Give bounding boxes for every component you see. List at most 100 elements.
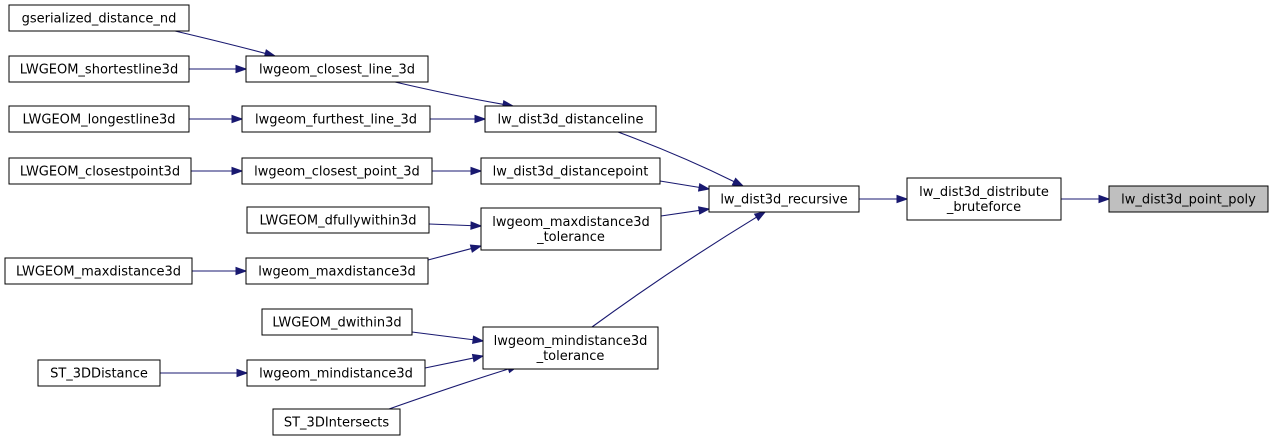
- node-lwgeom-maxdistance3d[interactable]: lwgeom_maxdistance3d: [245, 257, 429, 285]
- edge-line: [424, 357, 474, 369]
- arrowhead: [472, 335, 485, 344]
- arrowhead: [470, 166, 483, 176]
- node-label: lwgeom_maxdistance3d: [258, 265, 416, 280]
- edge-line: [174, 30, 266, 54]
- node-label: lwgeom_mindistance3d: [259, 367, 413, 382]
- arrowhead: [896, 194, 909, 204]
- node-box: [8, 105, 190, 133]
- node-box: [246, 206, 430, 234]
- node-st-3ddistance[interactable]: ST_3DDistance: [37, 359, 161, 387]
- node-box: [245, 55, 429, 83]
- node-lw-dist3d-distancepoint[interactable]: lw_dist3d_distancepoint: [480, 157, 661, 185]
- edge-lwgeom-closestpoint3d-to-lwgeom-closest-point-3d: [191, 166, 244, 176]
- node-st-3dintersects[interactable]: ST_3DIntersects: [272, 408, 401, 436]
- node-label: lw_dist3d_point_poly: [1121, 193, 1256, 208]
- node-box: [246, 359, 426, 387]
- node-lwgeom-furthest-line-3d[interactable]: lwgeom_furthest_line_3d: [241, 105, 431, 133]
- node-lw-dist3d-distribute-bruteforce[interactable]: lw_dist3d_distribute_bruteforce: [906, 177, 1062, 221]
- node-box: [8, 55, 190, 83]
- edge-lwgeom-dfullywithin3d-to-lwgeom-maxdistance3d-tolerance: [428, 221, 483, 230]
- edge-st-3ddistance-to-lwgeom-mindistance3d: [160, 368, 249, 378]
- edge-lwgeom-shortestline3d-to-lwgeom-closest-line-3d: [189, 64, 248, 74]
- node-label: ST_3DDistance: [50, 367, 148, 382]
- arrowhead: [469, 244, 483, 253]
- edge-line: [411, 331, 474, 341]
- node-label: ST_3DIntersects: [284, 416, 390, 431]
- edge-lwgeom-mindistance3d-to-lwgeom-mindistance3d-tolerance: [424, 353, 485, 369]
- arrowhead: [697, 183, 711, 192]
- node-lwgeom-mindistance3d[interactable]: lwgeom_mindistance3d: [246, 359, 426, 387]
- node-lwgeom-closest-point-3d[interactable]: lwgeom_closest_point_3d: [241, 157, 433, 185]
- node-lwgeom-maxdistance3d-tolerance[interactable]: lwgeom_maxdistance3d_tolerance: [480, 207, 662, 251]
- node-label: lwgeom_closest_point_3d: [254, 165, 420, 180]
- node-box: [241, 157, 433, 185]
- edge-lwgeom-maxdistance3d-to-lwgeom-maxdistance3d-tolerance: [427, 244, 483, 261]
- node-box: [241, 105, 431, 133]
- node-label: LWGEOM_longestline3d: [22, 113, 175, 128]
- node-lwgeom-mindistance3d-tolerance[interactable]: lwgeom_mindistance3d_tolerance: [482, 326, 659, 370]
- node-box: [37, 359, 161, 387]
- node-label: LWGEOM_dfullywithin3d: [259, 214, 416, 229]
- node-lwgeom-closestpoint3d[interactable]: LWGEOM_closestpoint3d: [8, 157, 192, 185]
- node-label: LWGEOM_dwithin3d: [272, 316, 401, 331]
- node-label: lw_dist3d_distanceline: [497, 113, 643, 128]
- node-lwgeom-shortestline3d[interactable]: LWGEOM_shortestline3d: [8, 55, 190, 83]
- node-box: [480, 207, 662, 251]
- edge-line: [617, 131, 735, 183]
- node-label: LWGEOM_closestpoint3d: [20, 165, 180, 180]
- arrowhead: [471, 353, 485, 363]
- arrowhead: [1098, 194, 1111, 204]
- node-label: _tolerance: [536, 349, 605, 364]
- edge-lwgeom-mindistance3d-tolerance-to-lw-dist3d-recursive: [591, 211, 767, 328]
- node-label: gserialized_distance_nd: [22, 12, 177, 27]
- node-lwgeom-longestline3d[interactable]: LWGEOM_longestline3d: [8, 105, 190, 133]
- node-box: [480, 157, 661, 185]
- arrowhead: [697, 206, 711, 215]
- node-label: lw_dist3d_distribute: [919, 185, 1049, 200]
- node-lw-dist3d-distanceline[interactable]: lw_dist3d_distanceline: [484, 105, 657, 133]
- edge-lwgeom-closest-point-3d-to-lw-dist3d-distancepoint: [432, 166, 483, 176]
- node-lw-dist3d-recursive[interactable]: lw_dist3d_recursive: [708, 185, 860, 213]
- edge-line: [591, 216, 757, 328]
- edge-lwgeom-furthest-line-3d-to-lw-dist3d-distanceline: [430, 114, 487, 124]
- node-lwgeom-dwithin3d[interactable]: LWGEOM_dwithin3d: [261, 308, 413, 336]
- node-label: LWGEOM_maxdistance3d: [16, 265, 181, 280]
- node-label: LWGEOM_shortestline3d: [20, 63, 178, 78]
- node-box: [484, 105, 657, 133]
- node-box: [272, 408, 401, 436]
- node-gserialized-distance-nd[interactable]: gserialized_distance_nd: [8, 4, 190, 32]
- node-box: [708, 185, 860, 213]
- node-box: [245, 257, 429, 285]
- edge-lwgeom-longestline3d-to-lwgeom-furthest-line-3d: [189, 114, 244, 124]
- node-label: lwgeom_closest_line_3d: [259, 63, 415, 78]
- node-box: [1108, 185, 1269, 213]
- node-label: lw_dist3d_recursive: [720, 193, 847, 208]
- arrowhead: [231, 166, 244, 176]
- node-box: [8, 4, 190, 32]
- arrowhead: [231, 114, 244, 124]
- arrowhead: [235, 64, 248, 74]
- node-box: [4, 257, 193, 285]
- arrowhead: [731, 177, 745, 187]
- edge-lw-dist3d-distanceline-to-lw-dist3d-recursive: [617, 131, 745, 187]
- edge-line: [427, 248, 472, 261]
- arrowhead: [470, 221, 483, 230]
- edge-line: [388, 368, 509, 410]
- node-label: lw_dist3d_distancepoint: [493, 165, 649, 180]
- edge-lwgeom-maxdistance3d-to-lwgeom-maxdistance3d: [192, 266, 248, 276]
- node-lwgeom-dfullywithin3d[interactable]: LWGEOM_dfullywithin3d: [246, 206, 430, 234]
- node-label: _bruteforce: [946, 200, 1021, 215]
- node-label: lwgeom_furthest_line_3d: [255, 113, 417, 128]
- edge-gserialized-distance-nd-to-lwgeom-closest-line-3d: [174, 30, 277, 58]
- node-box: [8, 157, 192, 185]
- node-box: [261, 308, 413, 336]
- node-lw-dist3d-point-poly[interactable]: lw_dist3d_point_poly: [1108, 185, 1269, 213]
- node-label: _tolerance: [536, 230, 605, 245]
- node-lwgeom-maxdistance3d[interactable]: LWGEOM_maxdistance3d: [4, 257, 193, 285]
- edge-lwgeom-maxdistance3d-tolerance-to-lw-dist3d-recursive: [660, 206, 711, 217]
- node-box: [906, 177, 1062, 221]
- node-lwgeom-closest-line-3d[interactable]: lwgeom_closest_line_3d: [245, 55, 429, 83]
- arrowhead: [235, 266, 248, 276]
- edges-layer: [160, 30, 1111, 410]
